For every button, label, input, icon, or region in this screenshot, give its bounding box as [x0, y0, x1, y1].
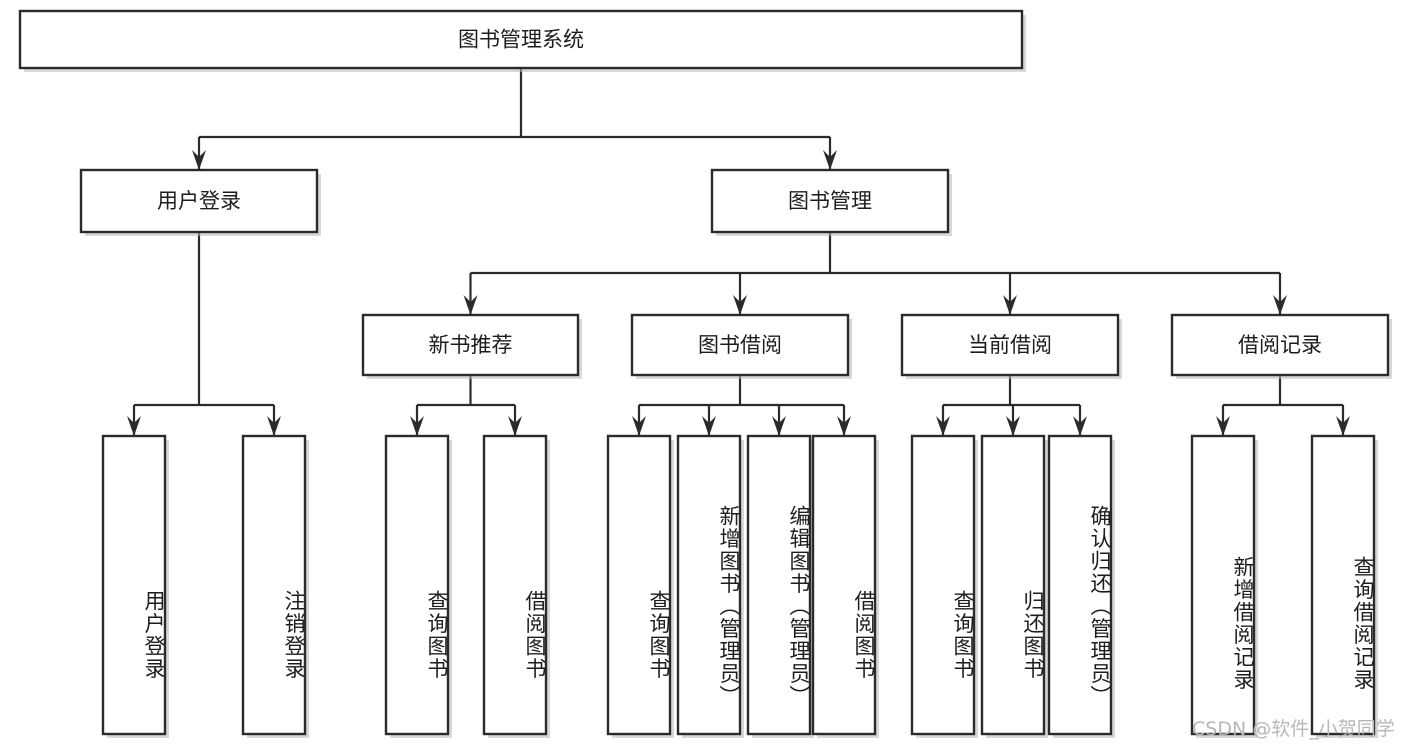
edge-layer: [127, 68, 1350, 436]
node-label-root: 图书管理系统: [458, 28, 584, 52]
leaf-box-leaf-confirm-return[interactable]: [1047, 434, 1113, 736]
node-label-book-manage: 图书管理: [788, 189, 872, 213]
arrow-head-icon: [508, 416, 522, 436]
arrow-head-icon: [463, 295, 478, 315]
arrow-head-icon: [632, 416, 646, 436]
arrow-head-icon: [267, 416, 281, 436]
arrow-head-icon: [1273, 295, 1287, 315]
node-box-current-borrow[interactable]: [900, 313, 1120, 377]
node-label-borrow-record: 借阅记录: [1238, 333, 1322, 357]
leaf-box-leaf-borrow-book-b[interactable]: [811, 434, 877, 736]
arrow-head-icon: [410, 416, 424, 436]
node-box-borrow-record[interactable]: [1170, 313, 1390, 377]
arrow-head-icon: [702, 416, 716, 436]
leaf-box-leaf-query-book-rec[interactable]: [384, 434, 450, 736]
leaf-box-leaf-query-book-b[interactable]: [606, 434, 672, 736]
leaf-box-leaf-return-book[interactable]: [980, 434, 1046, 736]
arrow-head-icon: [1003, 295, 1017, 315]
leaf-box-leaf-user-login[interactable]: [101, 434, 167, 736]
node-label-book-borrow: 图书借阅: [698, 333, 782, 357]
node-box-new-book-rec[interactable]: [361, 313, 580, 377]
node-label-user-login: 用户登录: [157, 189, 241, 213]
leaf-box-leaf-query-book-c[interactable]: [910, 434, 976, 736]
arrow-head-icon: [192, 150, 206, 170]
arrow-head-icon: [772, 416, 786, 436]
arrow-head-icon: [1073, 416, 1087, 436]
leaf-box-leaf-query-record[interactable]: [1310, 434, 1376, 736]
node-box-root[interactable]: [18, 9, 1024, 70]
leaf-box-leaf-logout[interactable]: [241, 434, 307, 736]
node-label-current-borrow: 当前借阅: [968, 333, 1052, 357]
node-box-book-manage[interactable]: [710, 168, 950, 234]
arrow-head-icon: [1336, 416, 1350, 436]
arrow-head-icon: [936, 416, 950, 436]
node-label-new-book-rec: 新书推荐: [429, 333, 513, 357]
node-box-user-login[interactable]: [79, 168, 319, 234]
node-box-book-borrow[interactable]: [630, 313, 850, 377]
arrow-head-icon: [127, 416, 141, 436]
leaf-box-leaf-borrow-book-rec[interactable]: [482, 434, 548, 736]
arrow-head-icon: [1006, 416, 1020, 436]
leaf-box-leaf-add-book[interactable]: [676, 434, 742, 736]
leaf-box-leaf-add-record[interactable]: [1190, 434, 1256, 736]
leaf-box-leaf-edit-book[interactable]: [746, 434, 812, 736]
arrow-head-icon: [837, 416, 851, 436]
arrow-head-icon: [1216, 416, 1230, 436]
arrow-head-icon: [823, 150, 837, 170]
csdn-watermark: CSDN @软件_小贺同学: [1192, 718, 1395, 740]
arrow-head-icon: [733, 295, 747, 315]
